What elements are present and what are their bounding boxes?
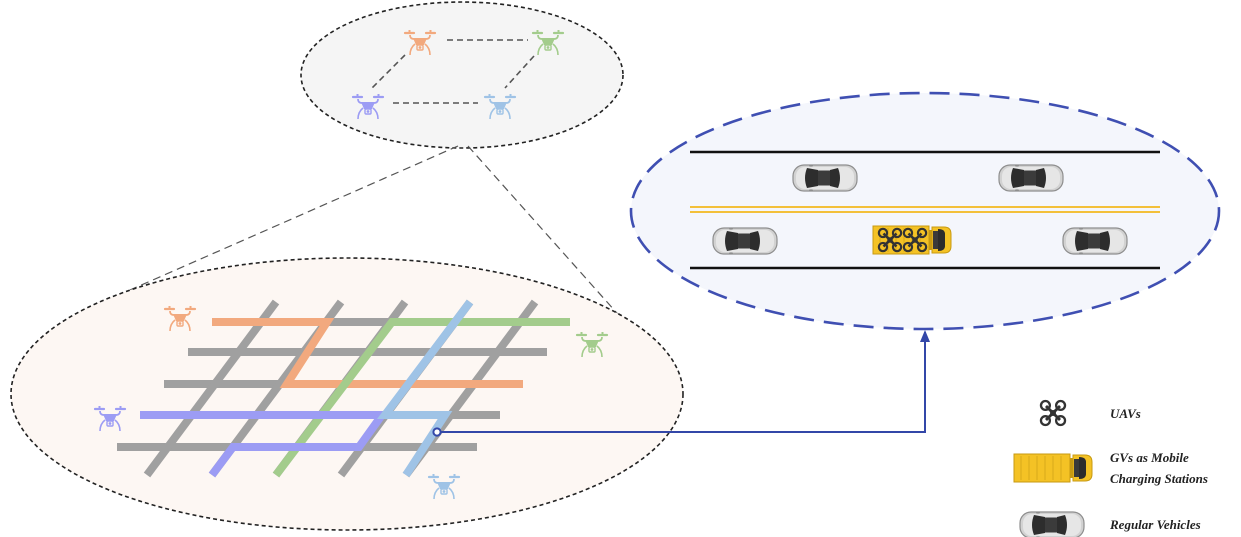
arrow-up-icon: [920, 330, 930, 342]
legend-uav-label: UAVs: [1110, 406, 1141, 421]
zoom-connector-line: [129, 145, 459, 291]
uav-quad-icon: [1039, 399, 1067, 427]
legend-regular-label: Regular Vehicles: [1109, 517, 1201, 532]
regular-vehicle-icon: [792, 164, 858, 192]
uav-link: [504, 55, 535, 89]
legend-gv-label-line1: GVs as Mobile: [1110, 450, 1189, 465]
gv-charging-truck-icon: [1013, 453, 1093, 483]
regular-vehicle-icon: [998, 164, 1064, 192]
highway-bubble: [629, 91, 1221, 331]
legend: UAVs GVs as Mobile Charging Stations Reg…: [1013, 399, 1208, 537]
uav-route-blue: [376, 299, 474, 478]
intersection-marker: [432, 427, 442, 437]
uav-link: [371, 54, 406, 89]
regular-vehicle-icon: [1019, 511, 1085, 537]
regular-vehicle-icon: [712, 227, 778, 255]
city-grid-bubble: [10, 257, 684, 531]
uav-route-purple: [140, 411, 390, 478]
legend-gv-label-line2: Charging Stations: [1110, 471, 1208, 486]
uav-network-bubble: [300, 1, 624, 149]
regular-vehicle-icon: [1062, 227, 1128, 255]
uav-route-green: [272, 318, 570, 478]
highway-zoom-connector: [441, 332, 926, 433]
zoom-connector-line: [467, 145, 633, 331]
